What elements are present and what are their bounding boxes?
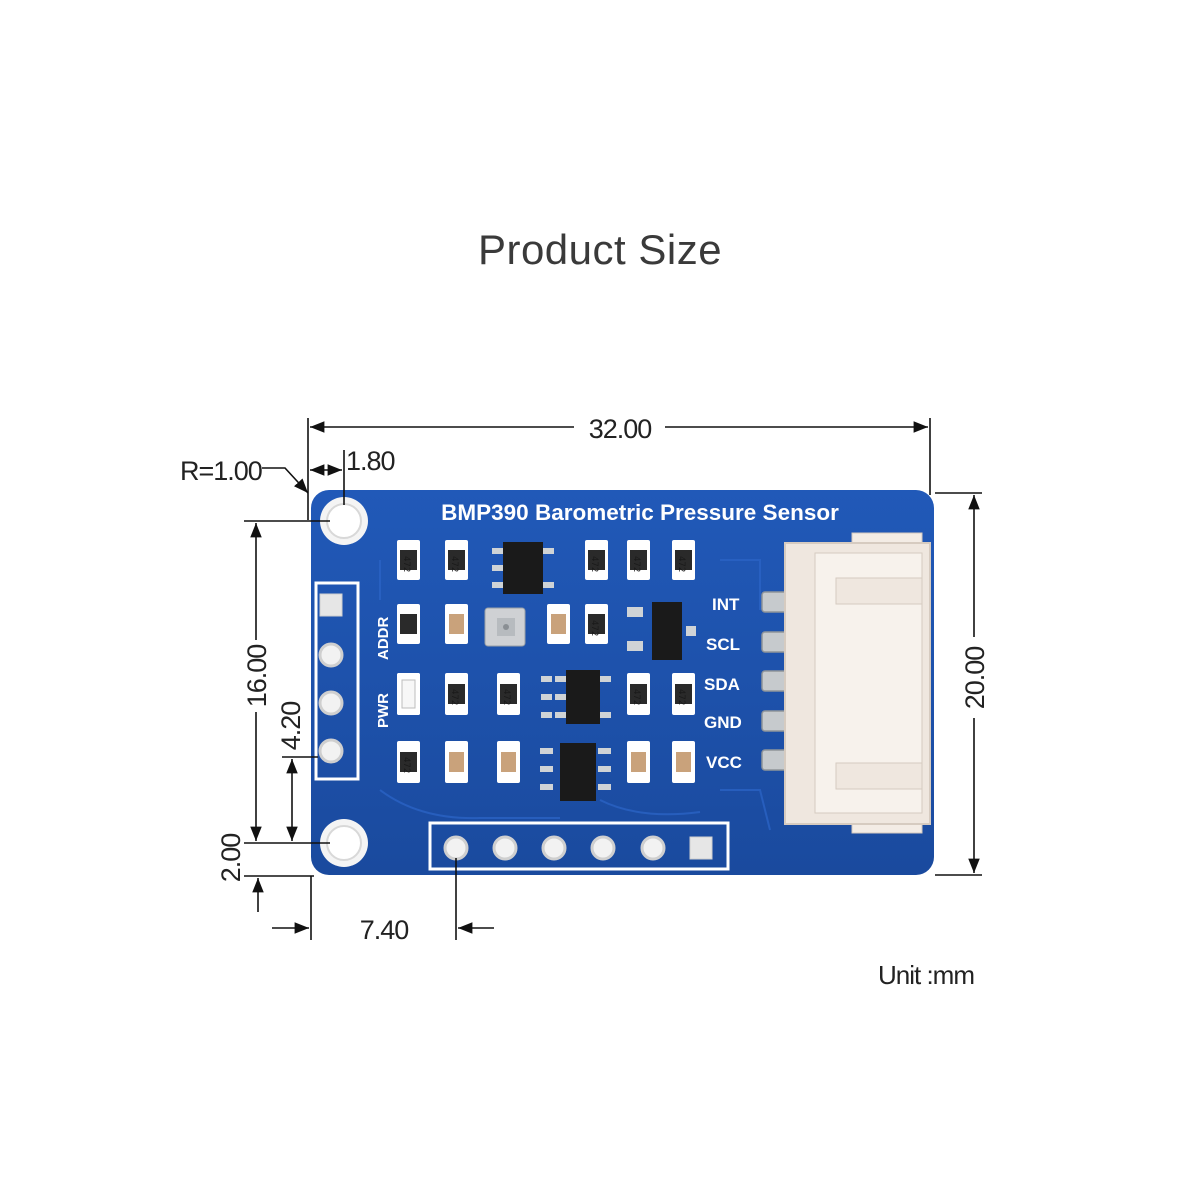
svg-text:472: 472 [401,757,411,773]
svg-text:472: 472 [589,620,599,636]
unit-label: Unit :mm [878,960,975,990]
svg-text:472: 472 [501,689,511,705]
pwr-label: PWR [375,693,392,728]
dim-bottom-offset: 2.00 [216,834,246,883]
svg-text:472: 472 [631,556,641,572]
svg-text:472: 472 [676,689,686,705]
bottom-pin-header [428,821,730,871]
pin-label-scl: SCL [706,635,740,654]
connector-pin-labels: INT SCL SDA GND VCC [704,595,742,772]
page-title: Product Size [477,226,723,273]
svg-text:472: 472 [401,556,411,572]
pin-label-vcc: VCC [706,753,742,772]
dim-width: 32.00 [589,414,652,444]
mounting-hole-top [320,497,368,545]
ic-chip [492,542,696,801]
pin-label-sda: SDA [704,675,740,694]
board-title: BMP390 Barometric Pressure Sensor [441,500,839,525]
dim-pin-pitch: 4.20 [276,702,306,751]
svg-text:472: 472 [676,556,686,572]
mounting-hole-bottom [320,819,368,867]
left-pin-header [314,581,360,781]
dim-hole-offset: 1.80 [346,446,395,476]
svg-text:472: 472 [449,556,459,572]
addr-label: ADDR [375,617,392,660]
dim-left-height: 16.00 [242,645,272,708]
dim-corner-radius: R=1.00 [180,456,262,486]
pin-label-gnd: GND [704,713,742,732]
svg-text:472: 472 [589,556,599,572]
smd-components: 472 472 472 472 472 472 472 472 472 472 … [397,540,696,801]
pressure-sensor-chip [484,607,526,647]
svg-text:472: 472 [631,689,641,705]
dim-header-offset: 7.40 [360,915,409,945]
svg-text:472: 472 [449,689,459,705]
dimension-lines [244,418,982,940]
dim-right-height: 20.00 [960,647,990,710]
jst-connector [784,532,931,834]
pin-label-int: INT [712,595,740,614]
